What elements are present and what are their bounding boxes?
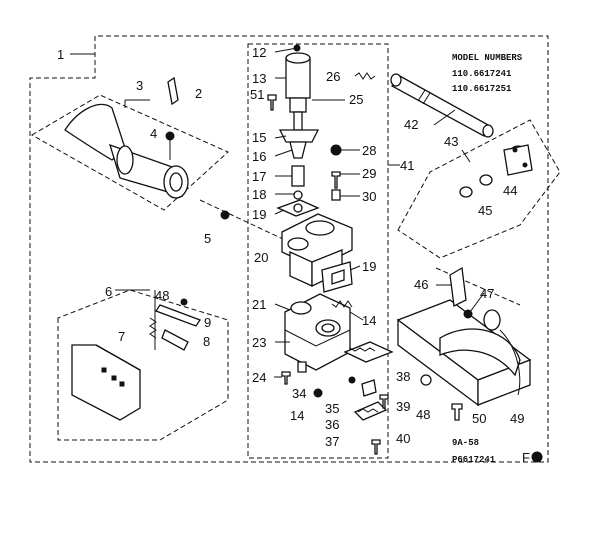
callout-1: 1 xyxy=(57,47,64,62)
part-51-screw xyxy=(267,94,277,111)
part-23-body xyxy=(284,293,351,371)
callout-15: 15 xyxy=(252,130,266,145)
callout-21: 21 xyxy=(252,297,266,312)
part-14-nut xyxy=(313,388,323,398)
footer-code: 9A-58 xyxy=(452,438,479,448)
part-24-screw xyxy=(281,371,291,385)
part-13-solenoid xyxy=(285,52,311,131)
callout-8: 8 xyxy=(203,334,210,349)
callout-18: 18 xyxy=(252,187,266,202)
callout-34: 34 xyxy=(292,386,306,401)
callout-9: 9 xyxy=(204,315,211,330)
part-20-valve-body xyxy=(281,213,353,288)
callout-44: 44 xyxy=(503,183,517,198)
callout-7: 7 xyxy=(118,329,125,344)
callout-14-bottom: 14 xyxy=(290,408,304,423)
callout-39: 39 xyxy=(396,399,410,414)
callout-46: 46 xyxy=(414,277,428,292)
footer-part-code: P6617241 xyxy=(452,455,496,465)
callout-38: 38 xyxy=(396,369,410,384)
part-48-nut-right xyxy=(420,374,432,386)
callout-5: 5 xyxy=(204,231,211,246)
callout-16: 16 xyxy=(252,149,266,164)
part-46-bracket xyxy=(449,266,467,307)
model-numbers-header: MODEL NUMBERS xyxy=(452,53,523,63)
callout-23: 23 xyxy=(252,335,266,350)
callout-42: 42 xyxy=(404,117,418,132)
callout-51: 51 xyxy=(250,87,264,102)
part-5-nut xyxy=(220,210,230,220)
callout-26: 26 xyxy=(326,69,340,84)
footer-page-mark xyxy=(531,451,543,463)
model-number-2: 110.6617251 xyxy=(452,84,512,94)
callout-19-top: 19 xyxy=(252,207,266,222)
callout-2: 2 xyxy=(195,86,202,101)
callout-29: 29 xyxy=(362,166,376,181)
callout-49: 49 xyxy=(510,411,524,426)
part-18-washer xyxy=(293,190,303,200)
callout-36: 36 xyxy=(325,417,339,432)
callout-47: 47 xyxy=(480,286,494,301)
part-38-bracket xyxy=(343,341,394,363)
callout-30: 30 xyxy=(362,189,376,204)
part-7-bracket xyxy=(71,344,141,421)
part-14-spring xyxy=(331,300,353,308)
callout-37: 37 xyxy=(325,434,339,449)
part-50-screw xyxy=(451,403,463,421)
part-45-ring xyxy=(459,186,473,198)
footer-page: F xyxy=(522,450,530,465)
callout-19-side: 19 xyxy=(362,259,376,274)
callout-12: 12 xyxy=(252,45,266,60)
callout-13: 13 xyxy=(252,71,266,86)
part-40-screw xyxy=(371,439,381,455)
part-48-screw-left xyxy=(180,298,188,306)
part-2-clip xyxy=(167,76,179,106)
part-16-fitting xyxy=(289,141,307,159)
callout-4: 4 xyxy=(150,126,157,141)
callout-17: 17 xyxy=(252,169,266,184)
part-34-clip xyxy=(297,361,307,373)
valve-assembly-box xyxy=(247,43,389,459)
callout-41: 41 xyxy=(400,158,414,173)
callout-40: 40 xyxy=(396,431,410,446)
callout-43: 43 xyxy=(444,134,458,149)
callout-50: 50 xyxy=(472,411,486,426)
callout-24: 24 xyxy=(252,370,266,385)
part-49-shield xyxy=(396,299,532,407)
callout-45: 45 xyxy=(478,203,492,218)
callout-48-right: 48 xyxy=(416,407,430,422)
callout-20: 20 xyxy=(254,250,268,265)
outer-frame xyxy=(29,35,549,463)
part-30-spacer xyxy=(331,189,341,201)
part-28-plug xyxy=(330,144,342,156)
part-35-screw xyxy=(348,376,356,384)
callout-3: 3 xyxy=(136,78,143,93)
model-number-1: 110.6617241 xyxy=(452,69,512,79)
part-15-bracket xyxy=(278,129,320,143)
callout-35: 35 xyxy=(325,401,339,416)
part-17-rod xyxy=(291,165,305,187)
part-39-screw xyxy=(379,394,389,409)
part-43-fitting xyxy=(459,144,533,198)
part-36-switch xyxy=(361,379,377,397)
callout-28: 28 xyxy=(362,143,376,158)
part-42-tube xyxy=(390,73,494,138)
part-44-nut xyxy=(479,174,493,186)
callout-6: 6 xyxy=(105,284,112,299)
part-3-tube xyxy=(64,103,189,199)
callout-25: 25 xyxy=(349,92,363,107)
callout-14-side: 14 xyxy=(362,313,376,328)
part-4-screw xyxy=(165,131,175,141)
callout-48-left: 48 xyxy=(155,288,169,303)
part-29-screw xyxy=(331,171,341,189)
part-26-spring xyxy=(354,72,376,80)
